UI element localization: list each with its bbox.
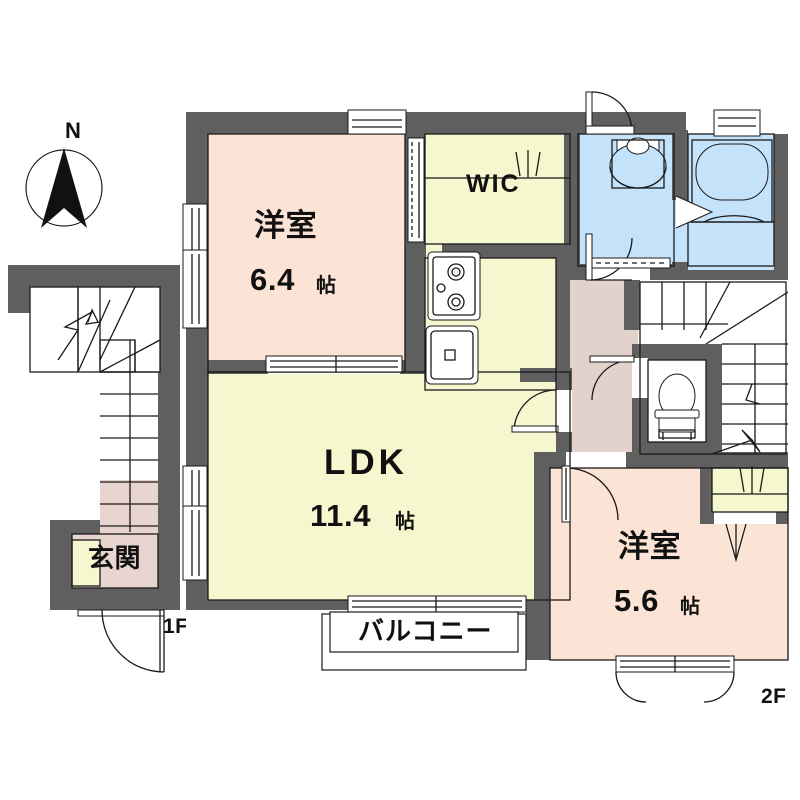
wall-washroom-left bbox=[564, 112, 580, 272]
ldk-unit: 帖 bbox=[395, 509, 416, 533]
opening-closet-bedroom2 bbox=[714, 512, 776, 524]
wall-toilet-top bbox=[632, 344, 720, 360]
stairwell-bottom-wall bbox=[50, 588, 180, 610]
compass-north-label: N bbox=[65, 118, 82, 143]
bedroom-second-name: 洋室 bbox=[618, 529, 682, 565]
stairwell-lower-left-wall bbox=[50, 520, 72, 610]
bedroom-main-size: 6.4 bbox=[250, 262, 295, 297]
room-wic bbox=[425, 134, 570, 244]
bedroom-main-unit: 帖 bbox=[316, 273, 337, 297]
north-arrow-icon bbox=[25, 148, 103, 228]
bedroom-second-size: 5.6 bbox=[614, 583, 659, 618]
compass-group: N bbox=[18, 120, 110, 240]
genkan-shoe-box bbox=[72, 540, 100, 586]
wic-label: WIC bbox=[466, 170, 521, 198]
ldk-size: 11.4 bbox=[310, 498, 372, 533]
opening-ldk-to-hall bbox=[556, 390, 572, 432]
balcony-label: バルコニー bbox=[358, 617, 493, 647]
stairwell-right-wall bbox=[158, 265, 180, 610]
room-bedroom-main bbox=[208, 134, 405, 372]
bedroom-main-name: 洋室 bbox=[254, 208, 318, 244]
stairwell-left-wall bbox=[8, 265, 30, 313]
ldk-name: LDK bbox=[324, 443, 408, 482]
floor-label-2f: 2F bbox=[761, 685, 787, 708]
wall-hall-right bbox=[624, 280, 640, 330]
genkan-label: 玄関 bbox=[88, 544, 142, 574]
wall-bedroom-second-left bbox=[534, 452, 550, 660]
floor-label-1f: 1F bbox=[163, 615, 189, 638]
opening-hall-to-bedroom2 bbox=[566, 452, 626, 468]
wall-kitchen-right bbox=[556, 244, 570, 390]
bedroom-second-unit: 帖 bbox=[680, 594, 701, 618]
wall-toilet-right bbox=[706, 344, 722, 456]
